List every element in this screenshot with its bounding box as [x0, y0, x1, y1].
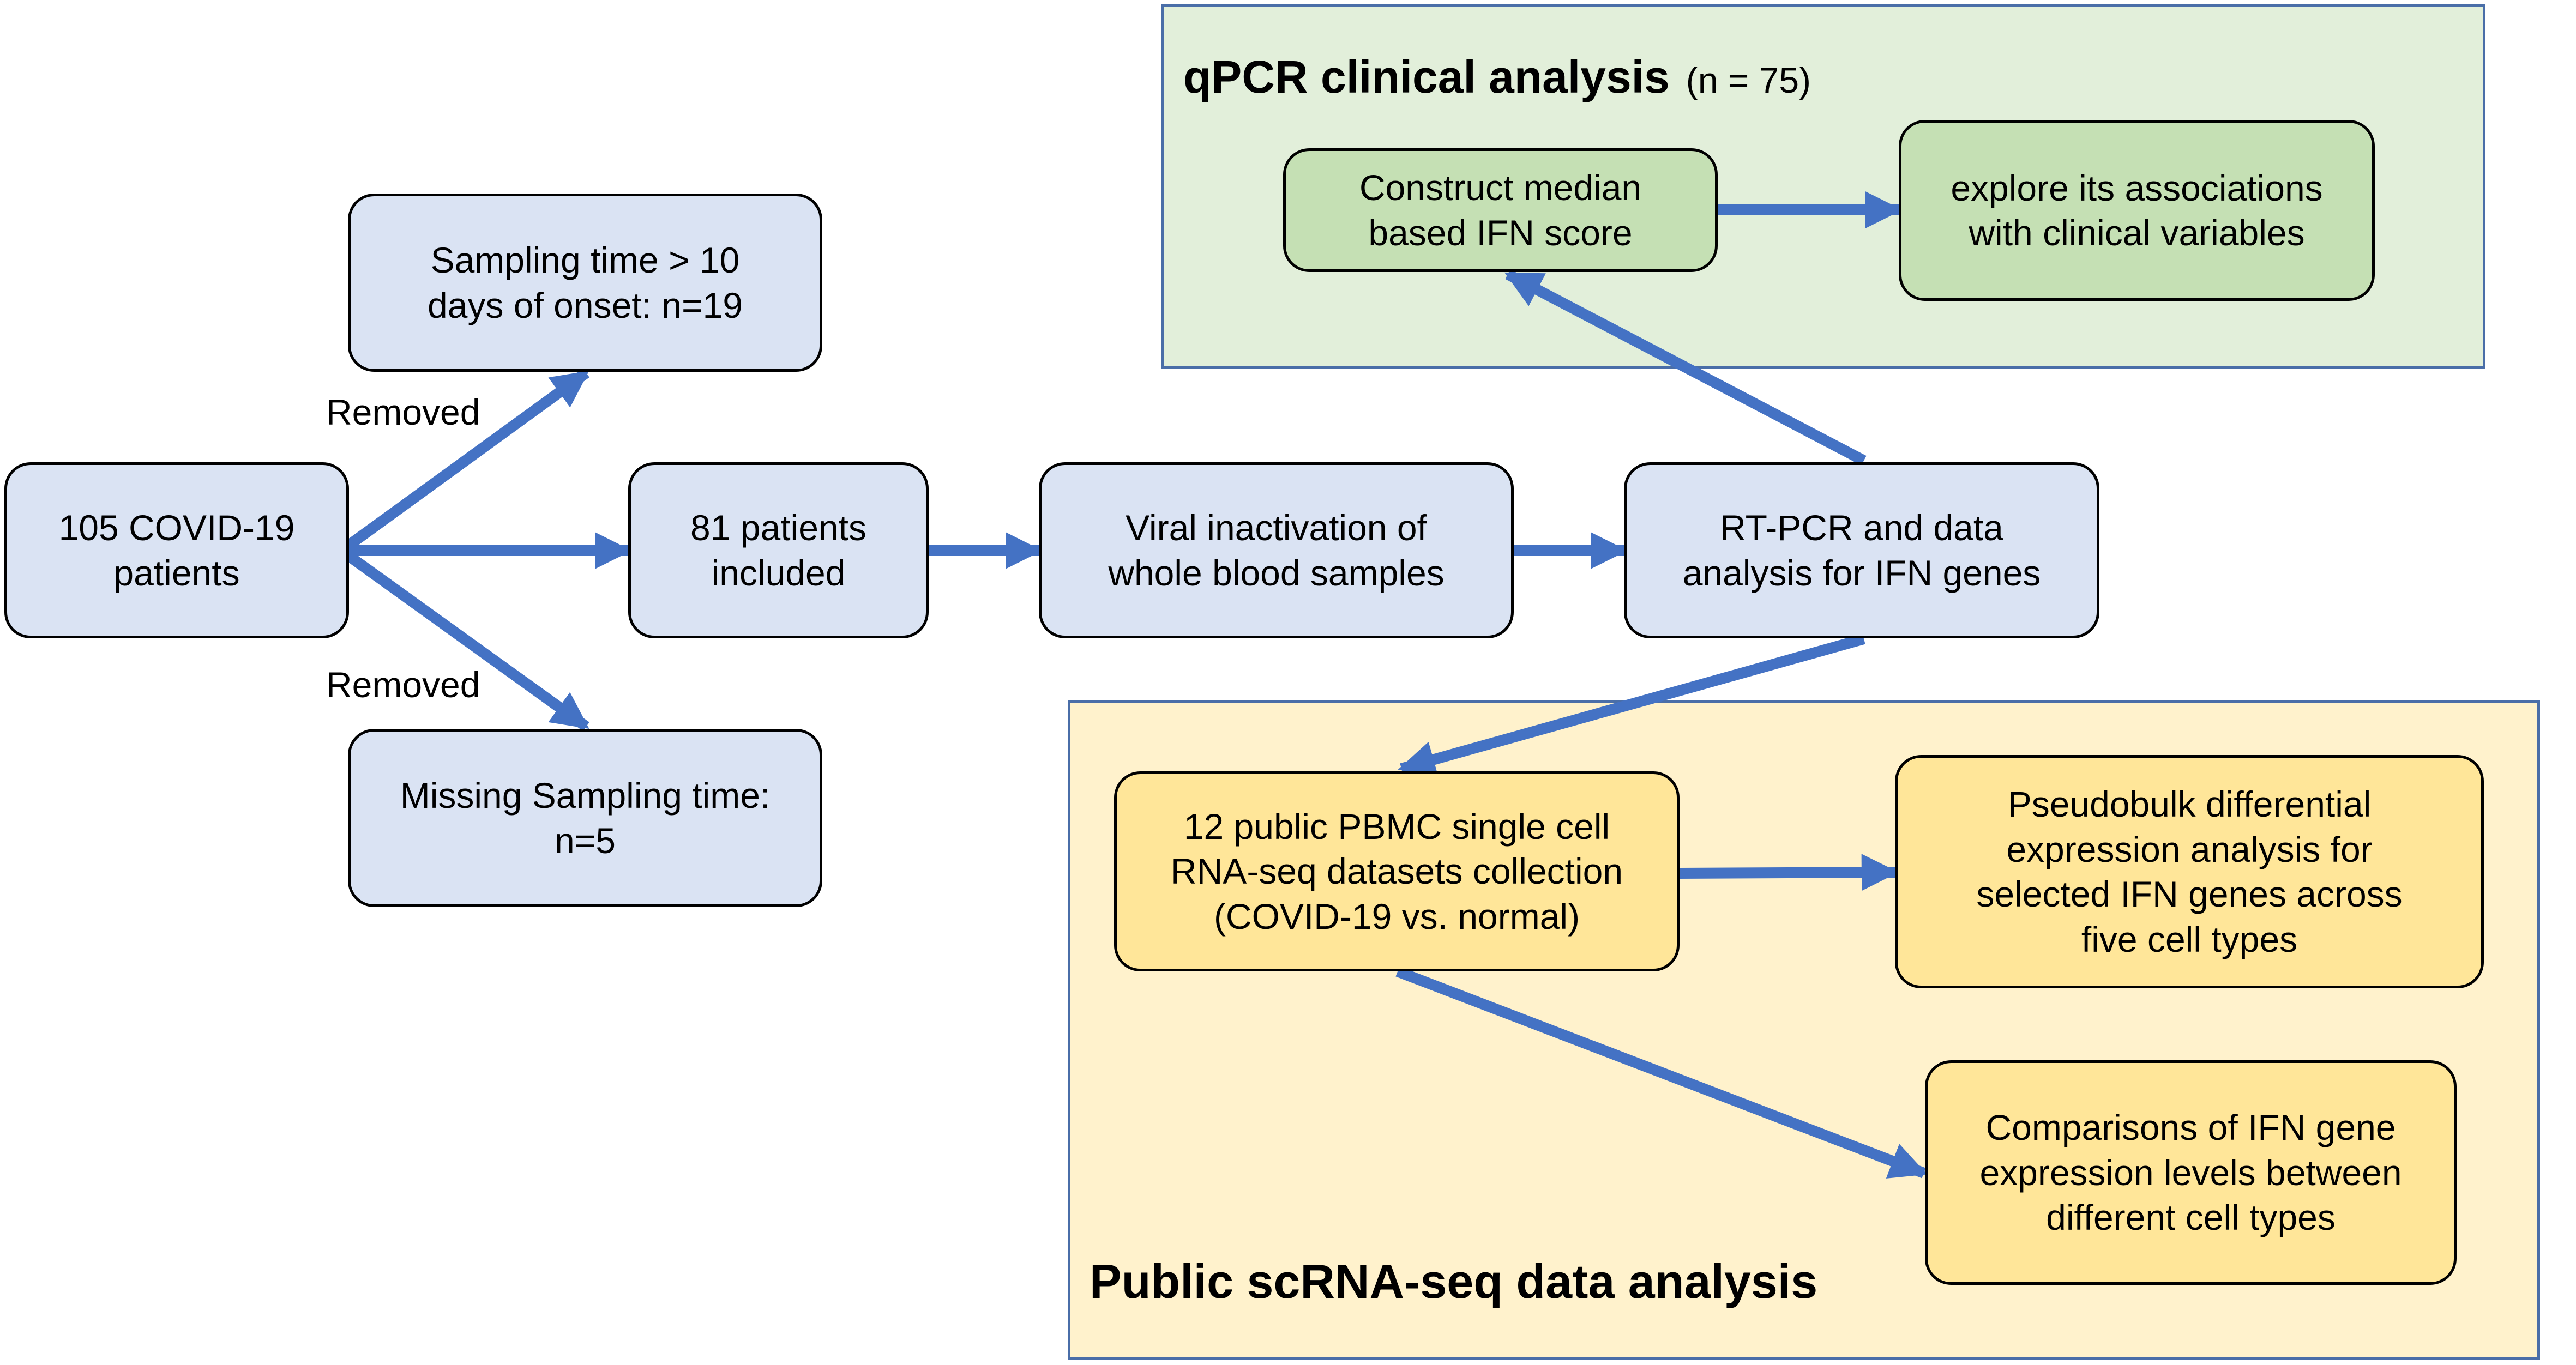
node-clinical-assoc: explore its associations with clinical va… — [1899, 120, 2375, 301]
line: expression levels between — [1979, 1152, 2402, 1193]
line: Pseudobulk differential — [2007, 784, 2372, 824]
line: whole blood samples — [1108, 552, 1445, 593]
line: Construct median — [1359, 167, 1642, 208]
removed-label-top: Removed — [326, 392, 480, 432]
line: based IFN score — [1368, 212, 1633, 253]
line: Sampling time > 10 — [430, 240, 740, 280]
removed-label-bottom: Removed — [326, 665, 480, 705]
qpcr-panel-title-text: qPCR clinical analysis — [1183, 51, 1670, 102]
line: patients — [113, 552, 240, 593]
line: explore its associations — [1951, 167, 2323, 208]
arrow-to-sampling-removed — [346, 368, 589, 550]
line: Comparisons of IFN gene — [1985, 1107, 2396, 1148]
arrow-to-pseudobulk — [1679, 854, 1899, 891]
line: included — [711, 552, 846, 593]
line: Missing Sampling time: — [400, 775, 771, 816]
line: 105 COVID-19 — [58, 508, 295, 548]
arrow-to-ifn-score — [1504, 269, 1867, 466]
scrna-panel-title: Public scRNA-seq data analysis — [1090, 1254, 1818, 1308]
arrow-to-missing-removed — [346, 551, 589, 732]
arrow-to-scrna-datasets — [1398, 633, 1865, 778]
line: 12 public PBMC single cell — [1183, 806, 1610, 847]
node-sampling-removed: Sampling time > 10 days of onset: n=19 — [348, 194, 822, 372]
line: (COVID-19 vs. normal) — [1213, 896, 1580, 937]
line: RNA-seq datasets collection — [1170, 851, 1623, 892]
qpcr-panel-subtitle: (n = 75) — [1686, 60, 1811, 100]
line: n=5 — [555, 820, 616, 861]
line: expression analysis for — [2006, 829, 2373, 869]
line: different cell types — [2046, 1197, 2336, 1238]
line: days of onset: n=19 — [428, 285, 743, 325]
node-pseudobulk: Pseudobulk differential expression analys… — [1895, 755, 2484, 988]
arrow-to-comparisons — [1395, 966, 1928, 1179]
line: Viral inactivation of — [1126, 508, 1427, 548]
line: 81 patients — [690, 508, 866, 548]
line: RT-PCR and data — [1720, 508, 2003, 548]
node-missing-removed: Missing Sampling time:n=5 — [348, 729, 822, 907]
line: five cell types — [2081, 919, 2298, 959]
line: analysis for IFN genes — [1682, 552, 2041, 593]
line: selected IFN genes across — [1976, 874, 2403, 914]
qpcr-panel-title: qPCR clinical analysis (n = 75) — [1183, 51, 1811, 104]
line: with clinical variables — [1969, 213, 2305, 253]
